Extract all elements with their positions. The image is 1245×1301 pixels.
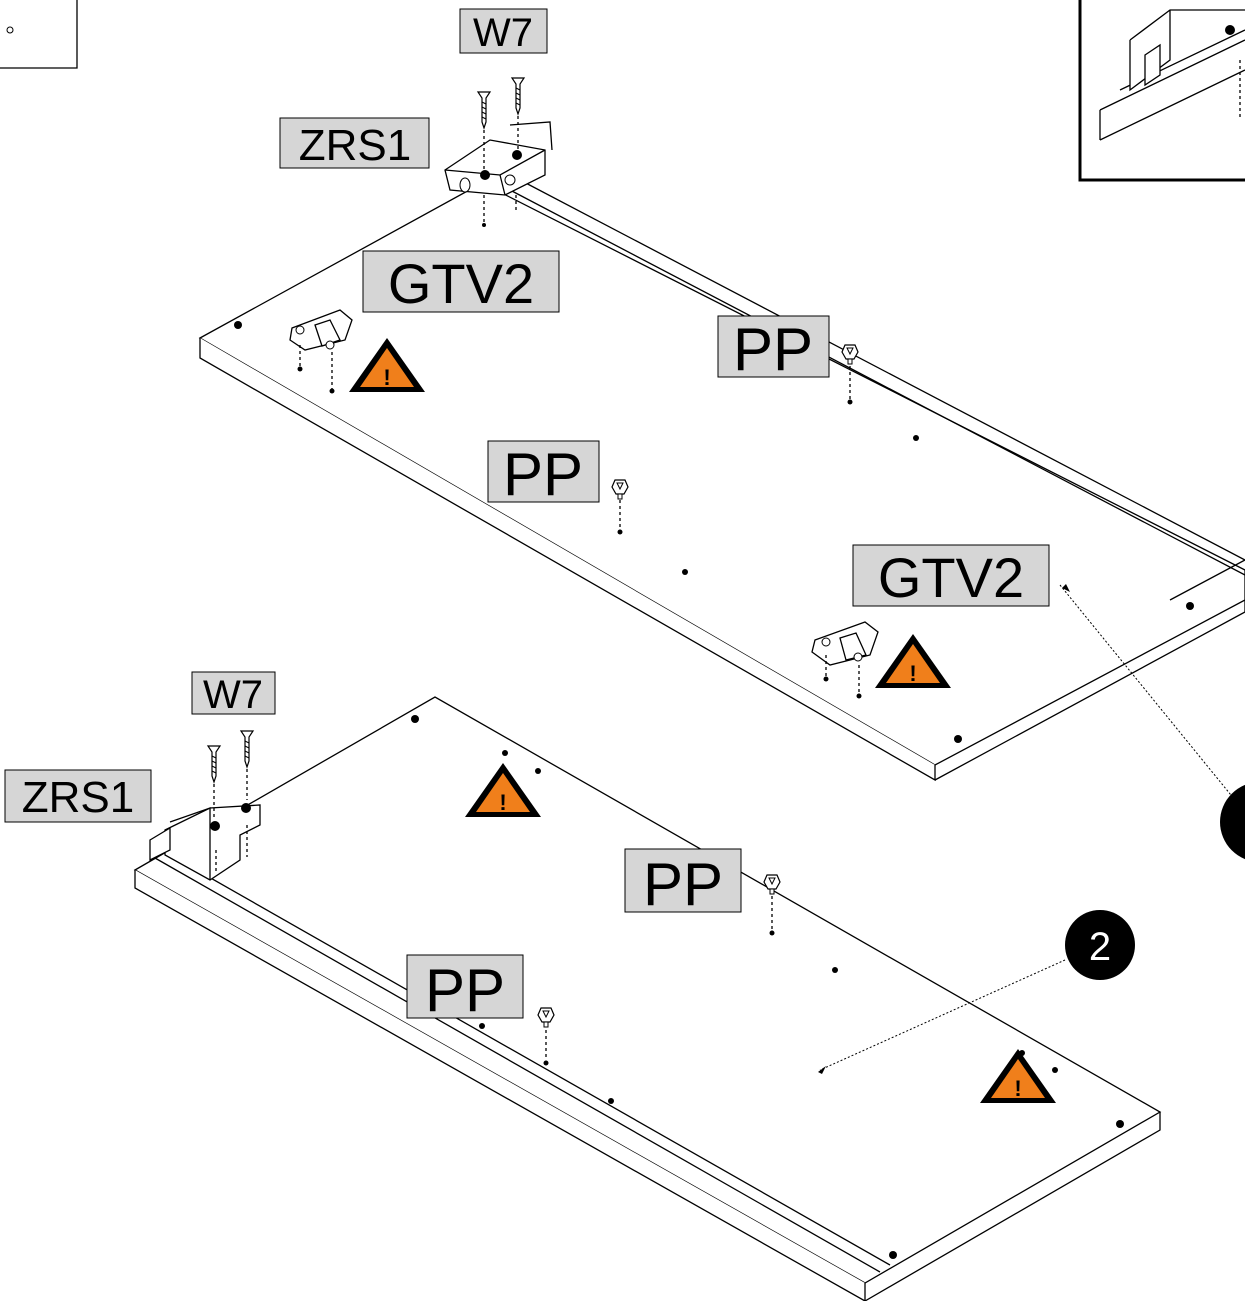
warning-glyph: ! (383, 365, 390, 390)
step-badge: 2 (1065, 910, 1135, 980)
svg-text:ZRS1: ZRS1 (299, 121, 411, 170)
bottom-panel (133, 696, 1162, 1301)
label-top-pp-right: PP (717, 315, 830, 383)
shelf-pin-icon (611, 479, 629, 535)
shelf-pin-icon (763, 874, 781, 936)
warning-glyph: ! (499, 790, 506, 815)
warning-glyph: ! (909, 661, 916, 686)
drawer-slide-bracket-icon (149, 803, 261, 881)
svg-text:W7: W7 (473, 11, 533, 55)
svg-text:PP: PP (425, 957, 505, 1024)
label-top-zrs1: ZRS1 (279, 117, 430, 170)
screw-icon (477, 77, 525, 170)
drawer-slide-bracket-icon (444, 121, 553, 227)
step-number: 2 (1089, 925, 1111, 969)
svg-text:PP: PP (503, 441, 583, 508)
label-bottom-w7: W7 (191, 671, 276, 717)
label-bottom-zrs1: ZRS1 (4, 769, 152, 823)
hinge-plate-icon (289, 309, 353, 394)
warning-glyph: ! (1014, 1076, 1021, 1101)
warning-icon: ! (980, 1049, 1056, 1103)
svg-text:ZRS1: ZRS1 (22, 773, 134, 822)
detail-inset-top-right (1078, 0, 1245, 182)
label-top-pp-middle: PP (487, 440, 600, 508)
svg-text:GTV2: GTV2 (878, 546, 1024, 609)
shelf-pin-icon (537, 1007, 555, 1066)
top-panel (198, 179, 1245, 782)
label-top-gtv2-right: GTV2 (852, 544, 1050, 609)
svg-text:PP: PP (643, 851, 723, 918)
label-top-gtv2-left: GTV2 (362, 250, 560, 315)
label-bottom-pp-right: PP (624, 848, 742, 918)
svg-text:PP: PP (733, 316, 813, 383)
svg-text:W7: W7 (203, 673, 263, 717)
warning-icon: ! (875, 634, 951, 688)
screw-icon (207, 730, 254, 818)
leader-line (819, 959, 1066, 1071)
detail-frame-top-left (0, 0, 78, 69)
svg-text:GTV2: GTV2 (388, 252, 534, 315)
warning-icon: ! (349, 338, 425, 392)
warning-icon: ! (465, 763, 541, 817)
step-badge-partial (1220, 784, 1245, 860)
label-bottom-pp-left: PP (406, 954, 524, 1024)
hinge-plate-icon (811, 621, 879, 699)
label-top-w7: W7 (459, 8, 548, 55)
shelf-pin-icon (841, 344, 859, 405)
